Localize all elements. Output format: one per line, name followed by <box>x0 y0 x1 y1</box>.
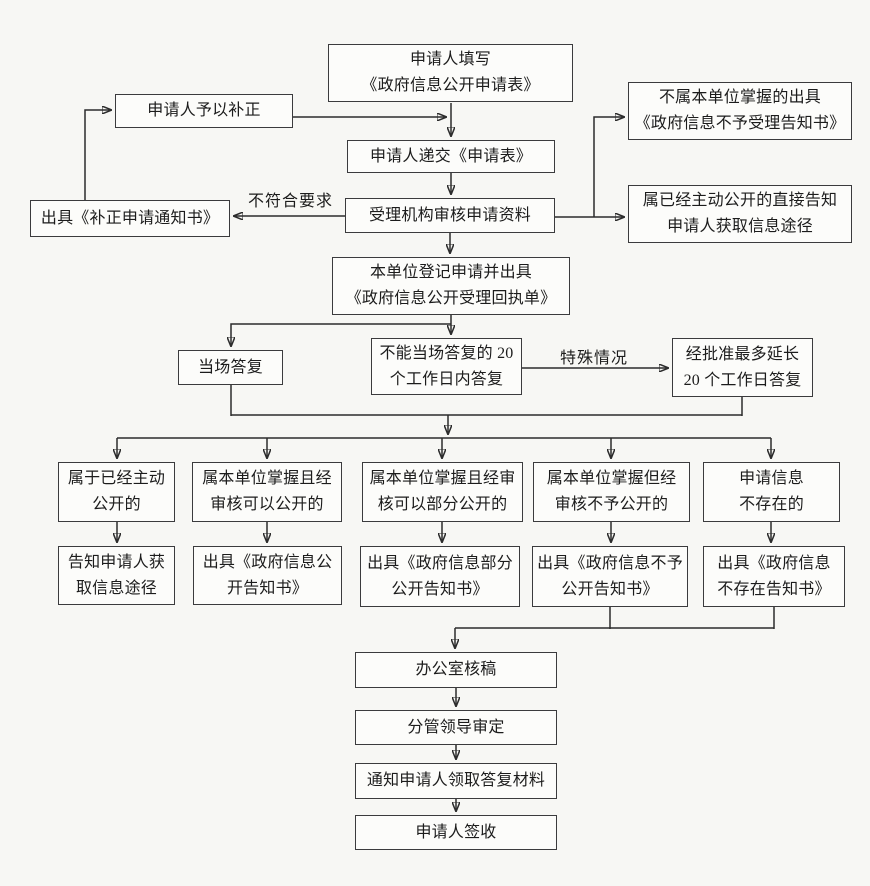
node-supplement: 申请人予以补正 <box>115 94 293 128</box>
node-office-check: 办公室核稿 <box>355 652 557 688</box>
edge-review-to-notheld <box>593 117 624 217</box>
node-notify-pickup: 通知申请人领取答复材料 <box>355 763 557 799</box>
node-act-not-exist-notice: 出具《政府信息 不存在告知书》 <box>703 546 845 607</box>
node-case-public: 属于已经主动 公开的 <box>58 462 175 522</box>
node-case-no-open: 属本单位掌握但经 审核不予公开的 <box>533 462 690 522</box>
node-supplement-notice: 出具《补正申请通知书》 <box>30 200 230 237</box>
node-register: 本单位登记申请并出具 《政府信息公开受理回执单》 <box>332 257 570 315</box>
node-fill-form: 申请人填写 《政府信息公开申请表》 <box>328 44 573 102</box>
node-act-no-open-notice: 出具《政府信息不予 公开告知书》 <box>532 546 688 607</box>
node-leader-approve: 分管领导审定 <box>355 710 557 745</box>
node-not-held-notice: 不属本单位掌握的出具 《政府信息不予受理告知书》 <box>628 82 852 140</box>
edge-label-not-compliant: 不符合要求 <box>248 193 334 210</box>
node-already-public-notice: 属已经主动公开的直接告知 申请人获取信息途径 <box>628 185 852 243</box>
node-sign-receive: 申请人签收 <box>355 815 557 850</box>
node-act-open-notice: 出具《政府信息公 开告知书》 <box>193 546 342 605</box>
node-case-partial: 属本单位掌握且经审 核可以部分公开的 <box>362 462 523 522</box>
node-case-not-exist: 申请信息 不存在的 <box>703 462 840 522</box>
node-act-inform: 告知申请人获 取信息途径 <box>58 546 175 605</box>
node-act-partial-notice: 出具《政府信息部分 公开告知书》 <box>360 546 520 607</box>
edge-supplementnotice-to-supplement <box>84 110 111 200</box>
node-reply-20days: 不能当场答复的 20 个工作日内答复 <box>371 338 522 395</box>
node-extend-20days: 经批准最多延长 20 个工作日答复 <box>672 338 813 397</box>
node-submit-form: 申请人递交《申请表》 <box>347 140 555 173</box>
node-case-can-open: 属本单位掌握且经 审核可以公开的 <box>192 462 342 522</box>
node-review: 受理机构审核申请资料 <box>345 198 555 233</box>
node-onspot-reply: 当场答复 <box>178 350 283 385</box>
edge-label-special-case: 特殊情况 <box>559 350 628 367</box>
